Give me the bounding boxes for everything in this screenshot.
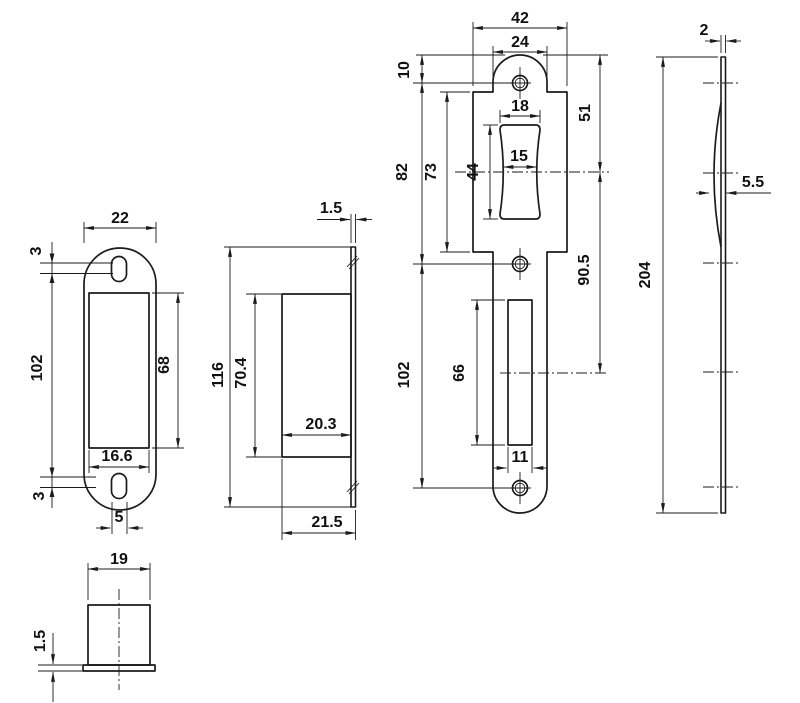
dim-label: 5 (115, 509, 124, 526)
dim-label: 3 (31, 491, 48, 500)
dim-label: 10 (396, 61, 413, 79)
dim-label: 24 (511, 34, 529, 51)
dim-hole-to-top-10: 10 (396, 54, 505, 84)
view-oval-plate-front: 22 3 102 3 68 16.6 (28, 210, 184, 534)
dim-cutout-width-18: 18 (499, 98, 541, 123)
screw-slot-bottom (110, 472, 128, 500)
dim-label: 21.5 (311, 514, 342, 531)
latch-cutout (499, 124, 541, 220)
dim-label: 1.5 (320, 200, 342, 217)
dim-label: 1.5 (32, 630, 49, 652)
dim-thickness-1.5: 1.5 (317, 200, 372, 243)
dim-label: 22 (111, 210, 129, 227)
dim-label: 11 (512, 449, 529, 466)
arrowhead (49, 273, 55, 283)
dim-label: 5.5 (742, 174, 764, 191)
dim-lip-depth-5.5: 5.5 (696, 174, 771, 195)
dim-label: 19 (110, 551, 128, 568)
dim-pocket-depth-20.3: 20.3 (281, 416, 352, 437)
dim-label: 116 (210, 362, 227, 388)
dim-label: 102 (29, 355, 46, 382)
dim-hole-slot-width-5: 5 (96, 502, 143, 534)
view-oval-plate-side: 1.5 116 70.4 20.3 21.5 (210, 200, 372, 540)
dim-pocket-height-70.4: 70.4 (233, 293, 281, 458)
deadbolt-slot (507, 299, 533, 446)
dim-label: 51 (577, 104, 594, 122)
dim-axis-to-axis-90.5: 90.5 (576, 171, 602, 374)
dim-label: 204 (637, 262, 654, 289)
dim-height-204: 204 (637, 56, 718, 514)
arrowhead (49, 487, 55, 497)
dim-top-to-axis-51: 51 (543, 54, 608, 173)
oval-plate-window (88, 292, 150, 449)
view-strike-plate-side: 2 5.5 204 (637, 22, 771, 514)
dim-width-22: 22 (83, 210, 157, 243)
dim-flange-thickness-1.5: 1.5 (32, 630, 82, 702)
dim-label: 44 (465, 163, 482, 181)
view-oval-plate-top: 19 1.5 (32, 551, 156, 702)
dim-label: 2 (700, 22, 709, 39)
dim-label: 68 (156, 356, 173, 374)
latch-lip-bulge (713, 102, 722, 248)
dim-total-depth-21.5: 21.5 (281, 459, 356, 540)
dim-label: 102 (396, 362, 413, 389)
oval-plate-outline (83, 247, 157, 511)
dim-label: 42 (511, 10, 529, 27)
pocket-box (281, 293, 352, 458)
dim-chain-3-102-3: 3 102 3 (28, 242, 113, 508)
dim-body-height-73: 73 (423, 91, 470, 253)
break-mark (346, 480, 360, 495)
arrowhead (49, 467, 55, 477)
dim-thickness-2: 2 (700, 22, 741, 53)
dim-hole-pitch-102: 102 (396, 263, 424, 489)
strike-plate-outline (472, 54, 568, 514)
strike-plate-edge (720, 56, 727, 514)
dim-cutout-waist-15: 15 (503, 148, 537, 169)
dim-slot-height-66: 66 (451, 299, 505, 446)
dim-width-19: 19 (87, 551, 151, 600)
dim-label: 18 (511, 98, 529, 115)
screw-slot-top (110, 255, 128, 283)
dim-label: 73 (423, 163, 440, 181)
dim-hole-pitch-82: 82 (394, 82, 424, 265)
dim-label: 20.3 (305, 416, 336, 433)
dim-window-width-16.6: 16.6 (88, 448, 150, 473)
dim-tab-width-24: 24 (492, 34, 548, 78)
arrowhead (49, 253, 55, 263)
dim-width-42: 42 (472, 10, 568, 86)
dim-label: 16.6 (101, 448, 132, 465)
dim-label: 3 (28, 246, 45, 255)
dim-label: 70.4 (233, 357, 250, 388)
dim-label: 66 (451, 364, 468, 382)
view-strike-plate-front: 42 24 10 82 102 73 (394, 10, 609, 514)
dim-label: 15 (510, 148, 528, 165)
dim-slot-width-11: 11 (493, 447, 547, 473)
dim-height-116: 116 (210, 246, 351, 508)
dim-label: 90.5 (576, 254, 593, 285)
dim-cutout-height-44: 44 (465, 124, 498, 220)
dim-label: 82 (394, 163, 411, 181)
dim-window-height-68: 68 (152, 292, 184, 449)
break-mark (346, 255, 360, 270)
